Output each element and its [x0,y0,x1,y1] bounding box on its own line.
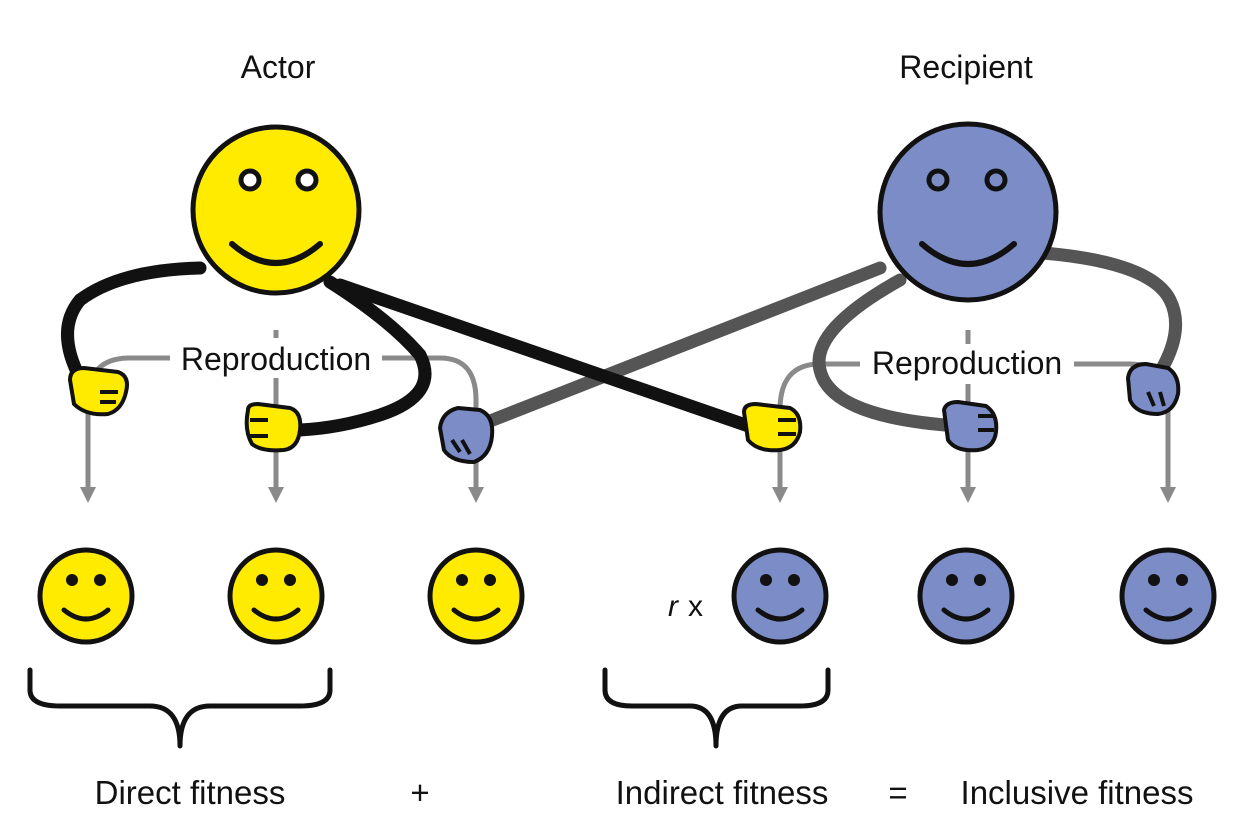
plus-sign: + [410,774,429,811]
arrow-to-offspring-3 [380,355,485,504]
actor-eye-right [295,168,319,192]
actor-fist-2 [244,402,303,453]
offspring-yellow-2 [227,547,325,645]
offspring-blue-3 [1119,547,1217,645]
relatedness-r: r [668,590,679,623]
actor-fist-1 [68,366,129,417]
offspring [37,547,1217,645]
recipient-arms [473,245,1183,432]
direct-fitness-label: Direct fitness [95,774,286,811]
equals-sign: = [888,774,907,811]
inclusive-fitness-label: Inclusive fitness [961,774,1194,811]
recipient-mouth [919,241,1017,267]
reproduction-left-label: Reproduction [181,341,371,377]
offspring-yellow-1 [37,547,135,645]
recipient-eye-left [926,168,950,192]
reproduction-left-bg [170,338,382,378]
recipient-fist-2 [942,400,999,453]
actor-arms [61,261,767,437]
actor-mouth [229,241,323,266]
direct-fitness-brace [27,667,333,749]
offspring-blue-1 [731,547,829,645]
reproduction-right-bg [860,344,1074,384]
actor-face [190,124,362,296]
recipient-fist-1 [438,406,495,464]
actor-fist-3 [742,402,803,453]
indirect-fitness-brace [602,667,831,749]
indirect-fitness-label: Indirect fitness [616,774,829,811]
recipient-face [877,121,1059,303]
recipient-eye-right [984,168,1008,192]
relatedness-x: x [688,590,703,623]
recipient-label: Recipient [899,49,1033,85]
recipient-fist-3 [1126,362,1181,416]
actor-eye-left [238,168,262,192]
offspring-blue-2 [917,547,1015,645]
offspring-yellow-3 [427,547,525,645]
reproduction-right-label: Reproduction [872,345,1062,381]
actor-label: Actor [241,49,316,85]
fists [68,362,1181,464]
